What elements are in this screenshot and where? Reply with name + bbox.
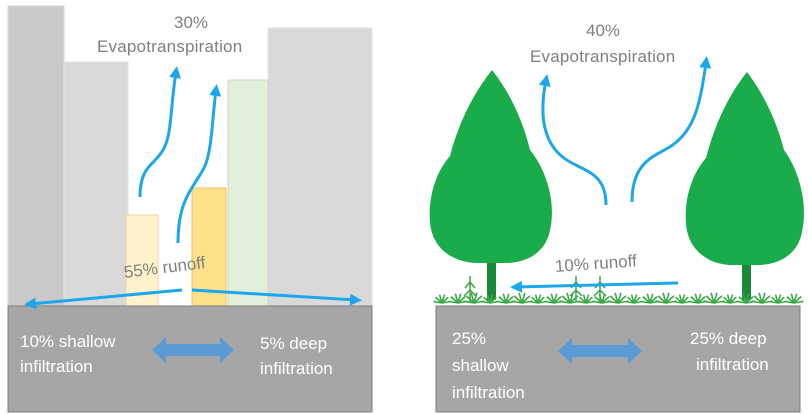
forest-deep-infiltration-line1: 25% deep [690, 329, 767, 348]
urban-evapo-arrow-left [138, 66, 181, 198]
grass-tuft [481, 294, 499, 304]
urban-deep-infiltration-line2: infiltration [260, 359, 333, 378]
forest-panel [429, 56, 804, 413]
grass-tuft [607, 292, 629, 304]
grass-tuft [769, 294, 787, 304]
urban-evapo-label: Evapotranspiration [97, 37, 243, 56]
forest-ground [435, 305, 801, 413]
forest-evapo-arrow-right [630, 56, 712, 203]
building-2 [63, 61, 129, 307]
grass-tuft [544, 293, 564, 304]
tree-right-trunk [742, 260, 751, 300]
forest-deep-infiltration-line2: infiltration [696, 355, 769, 374]
forest-shallow-infiltration-line2: shallow [452, 356, 509, 375]
building-light-green [227, 79, 269, 307]
forest-runoff-arrow [510, 280, 679, 293]
tree-right-crown [685, 72, 804, 265]
grass-tuft [577, 294, 595, 304]
grass-tuft [433, 294, 451, 304]
tree-left-crown [429, 70, 552, 263]
forest-shallow-infiltration-line3: infiltration [452, 383, 525, 402]
grass-tuft [703, 292, 725, 304]
urban-deep-infiltration-line1: 5% deep [260, 334, 328, 353]
grass-tuft [529, 294, 547, 304]
fern-spike [463, 276, 477, 302]
grass-band [433, 276, 804, 304]
building-1 [7, 5, 65, 307]
urban-ground [7, 305, 373, 413]
urban-double-arrow [152, 337, 234, 363]
urban-evapo-percent: 30% [174, 13, 209, 32]
grass-tuft [751, 292, 773, 304]
grass-tuft [625, 294, 643, 304]
urban-runoff-arrow-right [191, 288, 362, 306]
urban-shallow-infiltration-line2: infiltration [20, 357, 93, 376]
forest-evapo-percent: 40% [586, 21, 621, 40]
grass-tuft [721, 294, 739, 304]
forest-shallow-infiltration-line1: 25% [452, 329, 487, 348]
tree-left-trunk [487, 258, 496, 300]
urban-panel [7, 5, 373, 413]
urban-runoff-arrow-left [24, 288, 183, 310]
urban-shallow-infiltration-line1: 10% shallow [20, 332, 116, 351]
building-yellow [191, 187, 227, 307]
forest-double-arrow [558, 338, 642, 364]
grass-tuft [784, 293, 804, 304]
grass-tuft [673, 294, 691, 304]
urban-evapo-arrow-right [176, 84, 222, 244]
building-3 [267, 27, 373, 307]
forest-evapo-label: Evapotranspiration [530, 47, 676, 66]
grass-tuft [640, 293, 660, 304]
grass-tuft [511, 292, 533, 304]
forest-evapo-arrow-left [538, 74, 608, 206]
grass-tuft [559, 292, 581, 304]
grass-tuft [655, 292, 677, 304]
